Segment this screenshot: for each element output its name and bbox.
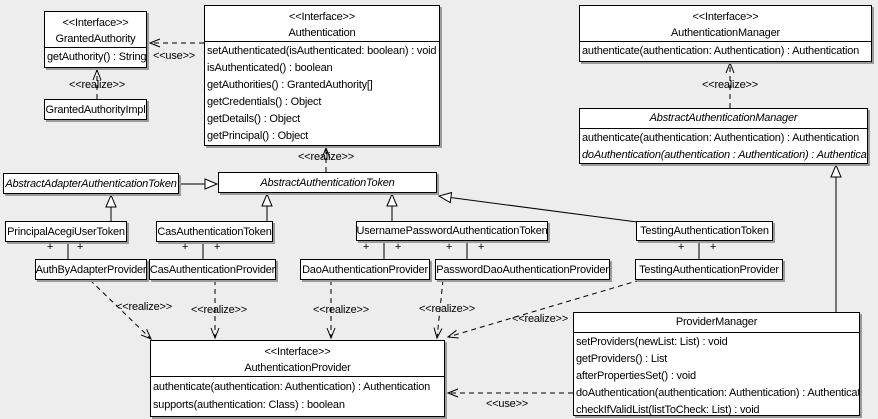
- method-compartment: setProviders(newList: List) : void getPr…: [574, 332, 860, 416]
- class-provider-manager: ProviderManager setProviders(newList: Li…: [573, 312, 860, 416]
- method-compartment: authenticate(authentication: Authenticat…: [580, 128, 867, 163]
- method-compartment: getAuthority() : String: [45, 47, 146, 66]
- multiplicity-label: +: [394, 241, 402, 253]
- method: setProviders(newList: List) : void: [576, 336, 728, 348]
- class-username-password-authentication-token: UsernamePasswordAuthenticationToken: [356, 221, 548, 241]
- class-title: AbstractAuthenticationManager: [580, 109, 867, 128]
- class-name: UsernamePasswordAuthenticationToken: [356, 225, 548, 237]
- method: getAuthorities() : GrantedAuthority[]: [207, 79, 373, 91]
- class-name: CasAuthenticationToken: [157, 225, 272, 238]
- method: authenticate(authentication: Authenticat…: [582, 132, 860, 144]
- realize-label: <<realize>>: [419, 303, 475, 315]
- class-title: <<Interface>> GrantedAuthority: [45, 12, 146, 47]
- use-label: <<use>>: [152, 50, 196, 62]
- class-password-dao-authentication-provider: PasswordDaoAuthenticationProvider: [435, 259, 610, 280]
- class-testing-authentication-provider: TestingAuthenticationProvider: [635, 259, 783, 280]
- method: authenticate(authentication: Authenticat…: [582, 45, 860, 57]
- realize-label: <<realize>>: [298, 151, 354, 163]
- class-name: Authentication: [288, 27, 356, 39]
- multiplicity-label: +: [213, 241, 221, 253]
- method: getAuthority() : String: [47, 51, 147, 63]
- class-title: <<Interface>> AuthenticationManager: [580, 6, 871, 41]
- class-name: TestingAuthenticationToken: [640, 225, 769, 237]
- class-authentication-provider: <<Interface>> AuthenticationProvider aut…: [150, 340, 445, 417]
- method: checkIfValidList(listToCheck: List) : vo…: [576, 404, 760, 416]
- method: getDetails() : Object: [207, 113, 301, 125]
- stereotype: <<Interface>>: [692, 11, 759, 23]
- method-compartment: authenticate(authentication: Authenticat…: [580, 41, 871, 60]
- method: supports(authentication: Class) : boolea…: [153, 399, 345, 411]
- class-name: DaoAuthenticationProvider: [302, 263, 428, 276]
- multiplicity-label: +: [76, 241, 84, 253]
- class-name: AuthenticationProvider: [244, 362, 351, 374]
- class-authentication-manager: <<Interface>> AuthenticationManager auth…: [579, 5, 872, 62]
- class-title: <<Interface>> AuthenticationProvider: [151, 341, 444, 376]
- use-label: <<use>>: [485, 398, 529, 410]
- multiplicity-label: +: [362, 241, 370, 253]
- multiplicity-label: +: [709, 241, 717, 253]
- class-name: AbstractAuthenticationManager: [649, 112, 798, 124]
- class-dao-authentication-provider: DaoAuthenticationProvider: [300, 259, 430, 280]
- class-abstract-adapter-authentication-token: AbstractAdapterAuthenticationToken: [3, 173, 179, 194]
- class-cas-authentication-provider: CasAuthenticationProvider: [149, 259, 276, 280]
- class-name: GrantedAuthority: [55, 33, 136, 45]
- stereotype: <<Interface>>: [62, 17, 129, 29]
- stereotype: <<Interface>>: [289, 11, 355, 23]
- class-name: AuthenticationManager: [671, 27, 780, 39]
- multiplicity-label: +: [181, 241, 189, 253]
- method: doAuthentication(authentication: Authent…: [576, 387, 860, 399]
- multiplicity-label: +: [477, 241, 485, 253]
- class-authentication: <<Interface>> Authentication setAuthenti…: [204, 5, 440, 146]
- method: getCredentials() : Object: [207, 96, 322, 108]
- stereotype: <<Interface>>: [264, 346, 331, 358]
- realize-label: <<realize>>: [702, 79, 758, 91]
- method: getPrincipal() : Object: [207, 130, 309, 142]
- realize-label: <<realize>>: [191, 304, 247, 316]
- multiplicity-label: +: [445, 241, 453, 253]
- method-compartment: setAuthenticated(isAuthenticated: boolea…: [205, 41, 439, 145]
- realize-label: <<realize>>: [116, 301, 172, 313]
- class-cas-authentication-token: CasAuthenticationToken: [156, 221, 273, 242]
- realize-label: <<realize>>: [512, 313, 568, 325]
- class-name: AbstractAuthenticationToken: [260, 176, 395, 189]
- multiplicity-label: +: [46, 241, 54, 253]
- realize-label: <<realize>>: [69, 79, 125, 91]
- class-name: AbstractAdapterAuthenticationToken: [5, 177, 177, 190]
- method: getProviders() : List: [576, 353, 668, 365]
- class-abstract-authentication-token: AbstractAuthenticationToken: [218, 172, 437, 193]
- class-title: <<Interface>> Authentication: [205, 6, 439, 41]
- gen-testing-token-to-abstract-token: [437, 191, 638, 223]
- association-lines: [67, 240, 700, 260]
- class-name: CasAuthenticationProvider: [149, 263, 276, 276]
- class-name: PasswordDaoAuthenticationProvider: [436, 263, 609, 276]
- method: afterPropertiesSet() : void: [576, 370, 696, 382]
- class-granted-authority: <<Interface>> GrantedAuthority getAuthor…: [44, 11, 147, 68]
- class-name: GrantedAuthorityImpl: [45, 103, 146, 116]
- class-principal-acegi-user-token: PrincipalAcegiUserToken: [5, 221, 127, 242]
- class-name: TestingAuthenticationProvider: [639, 263, 779, 276]
- class-name: AuthByAdapterProvider: [35, 263, 147, 276]
- method: isAuthenticated() : boolean: [207, 62, 333, 74]
- class-granted-authority-impl: GrantedAuthorityImpl: [44, 99, 147, 120]
- class-abstract-authentication-manager: AbstractAuthenticationManager authentica…: [579, 108, 868, 164]
- method-compartment: authenticate(authentication: Authenticat…: [151, 376, 444, 414]
- class-auth-by-adapter-provider: AuthByAdapterProvider: [35, 259, 147, 280]
- class-testing-authentication-token: TestingAuthenticationToken: [636, 221, 773, 241]
- method: setAuthenticated(isAuthenticated: boolea…: [207, 45, 437, 57]
- class-name: PrincipalAcegiUserToken: [7, 225, 125, 238]
- method: authenticate(authentication: Authenticat…: [153, 381, 431, 393]
- class-title: ProviderManager: [574, 313, 859, 332]
- class-name: ProviderManager: [675, 316, 758, 328]
- method: doAuthentication(authentication : Authen…: [582, 148, 868, 161]
- multiplicity-label: +: [677, 241, 685, 253]
- realize-label: <<realize>>: [313, 304, 369, 316]
